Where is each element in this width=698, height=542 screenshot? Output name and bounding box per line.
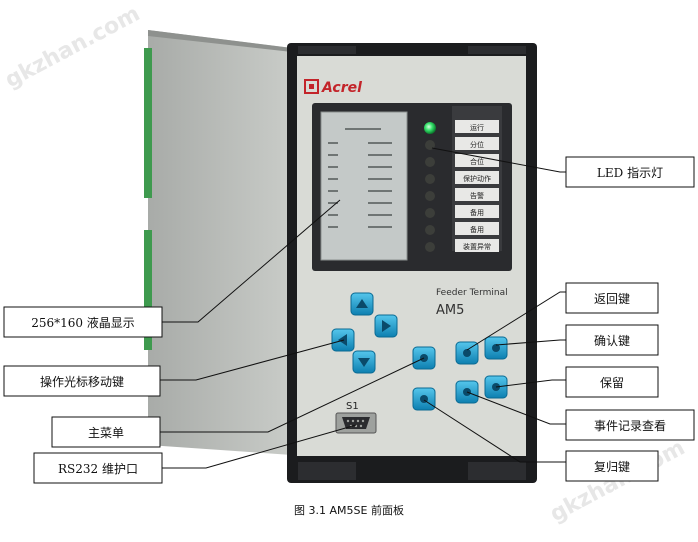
brand-logo: Acrel bbox=[304, 79, 362, 96]
led-off bbox=[425, 174, 435, 184]
led-label-closed: 合位 bbox=[470, 157, 484, 166]
watermark: gkzhan.com bbox=[1, 1, 144, 93]
led-off bbox=[425, 242, 435, 252]
callout-back-label: 返回键 bbox=[594, 292, 630, 306]
led-label-run: 运行 bbox=[470, 123, 484, 132]
callout-cursor: 操作光标移动键 bbox=[3, 365, 161, 397]
callout-events-label: 事件记录查看 bbox=[594, 419, 666, 433]
model-label: AM5 bbox=[436, 303, 464, 318]
reset-key[interactable] bbox=[412, 387, 436, 411]
leader-lines bbox=[160, 147, 566, 469]
back-key[interactable] bbox=[455, 341, 479, 365]
figure-caption: 图 3.1 AM5SE 前面板 bbox=[294, 503, 404, 517]
callout-menu-label: 主菜单 bbox=[88, 426, 124, 440]
callout-back: 返回键 bbox=[565, 282, 659, 314]
callout-menu: 主菜单 bbox=[51, 416, 161, 448]
down-key[interactable] bbox=[352, 350, 376, 374]
led-off bbox=[425, 208, 435, 218]
led-label-open: 分位 bbox=[470, 140, 484, 149]
callout-confirm-label: 确认键 bbox=[594, 334, 630, 348]
led-indicator-panel: 运行 分位 合位 保护动作 告警 备用 备用 装置异常 bbox=[424, 106, 502, 252]
led-label-alarm: 告警 bbox=[470, 191, 484, 200]
led-label-protection: 保护动作 bbox=[463, 174, 491, 183]
led-run-on bbox=[424, 122, 436, 134]
right-key[interactable] bbox=[374, 314, 398, 338]
up-key[interactable] bbox=[350, 292, 374, 316]
callout-confirm: 确认键 bbox=[565, 324, 659, 356]
callout-events: 事件记录查看 bbox=[565, 409, 695, 441]
led-label-spare-2: 备用 bbox=[470, 225, 484, 234]
device-side-housing bbox=[144, 30, 292, 455]
led-off bbox=[425, 225, 435, 235]
led-label-spare-1: 备用 bbox=[470, 208, 484, 217]
led-off bbox=[425, 191, 435, 201]
led-off bbox=[425, 140, 435, 150]
confirm-key[interactable] bbox=[484, 336, 508, 360]
callout-reset-label: 复归键 bbox=[594, 460, 630, 474]
callout-reserved: 保留 bbox=[565, 366, 659, 398]
callout-led: LED 指示灯 bbox=[565, 156, 695, 188]
callout-cursor-label: 操作光标移动键 bbox=[40, 374, 124, 389]
callout-lcd-label: 256*160 液晶显示 bbox=[31, 315, 135, 330]
cursor-keys bbox=[331, 292, 398, 374]
brand-name: Acrel bbox=[321, 80, 362, 96]
series-label: Feeder Terminal bbox=[436, 288, 508, 298]
callout-led-label: LED 指示灯 bbox=[597, 165, 663, 180]
led-label-device-fault: 装置异常 bbox=[463, 242, 491, 251]
callout-reserved-label: 保留 bbox=[600, 376, 624, 390]
callout-rs232: RS232 维护口 bbox=[33, 452, 163, 484]
port-label: S1 bbox=[346, 401, 359, 412]
callout-reset: 复归键 bbox=[565, 450, 659, 482]
callout-lcd: 256*160 液晶显示 bbox=[3, 306, 163, 338]
callout-rs232-label: RS232 维护口 bbox=[58, 462, 138, 476]
led-off bbox=[425, 157, 435, 167]
